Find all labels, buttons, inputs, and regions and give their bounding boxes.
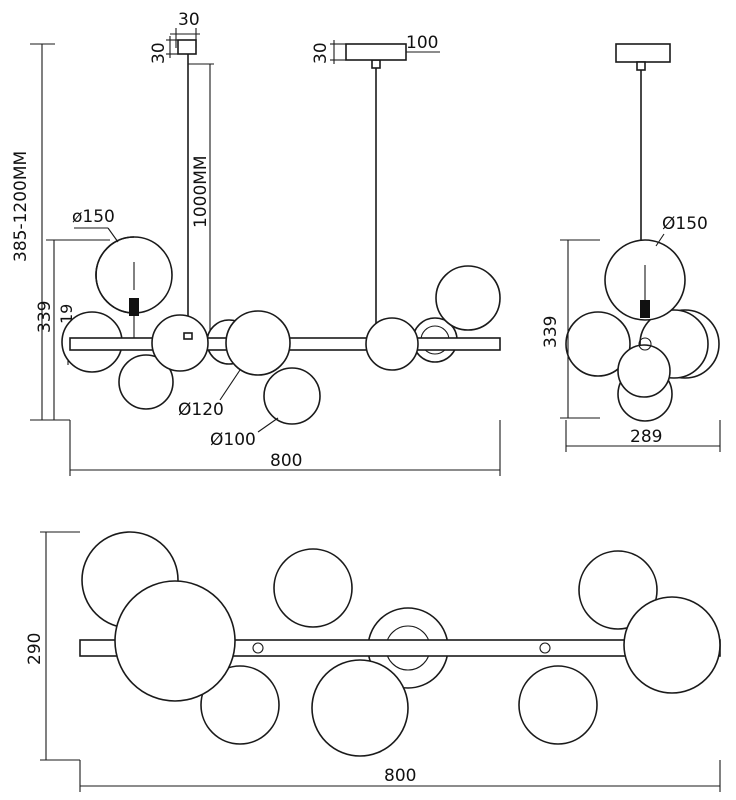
dim-total-height: 385-1200MM: [11, 151, 31, 262]
dim-bar-offset: 19: [57, 304, 76, 324]
side-view: Ø150 339 289: [541, 43, 721, 452]
dim-side-globe: Ø150: [662, 214, 708, 234]
dim-top-depth: 290: [25, 633, 45, 665]
front-view: 385-1200MM 339 19 800 30 30 1000MM: [11, 10, 501, 476]
dim-middle-canopy-height: 30: [311, 42, 331, 64]
dim-middle-canopy-length: 100: [406, 33, 438, 53]
dim-globe-medium: Ø120: [178, 400, 224, 420]
dim-top-width: 800: [384, 766, 416, 786]
dim-canopy-height: 30: [149, 42, 169, 64]
dim-width-front: 800: [270, 451, 302, 471]
dim-side-height: 339: [541, 316, 561, 348]
dim-globe-small: Ø100: [210, 430, 256, 450]
dim-canopy-width: 30: [178, 10, 200, 30]
dim-rod-length: 1000MM: [191, 155, 211, 228]
front-canopy: [177, 39, 197, 55]
dim-body-height: 339: [35, 301, 55, 333]
top-view: 290 800: [25, 531, 721, 792]
dim-globe-large-front: ø150: [72, 207, 115, 227]
dim-side-depth: 289: [630, 427, 662, 447]
middle-canopy: 30 100: [311, 33, 440, 64]
